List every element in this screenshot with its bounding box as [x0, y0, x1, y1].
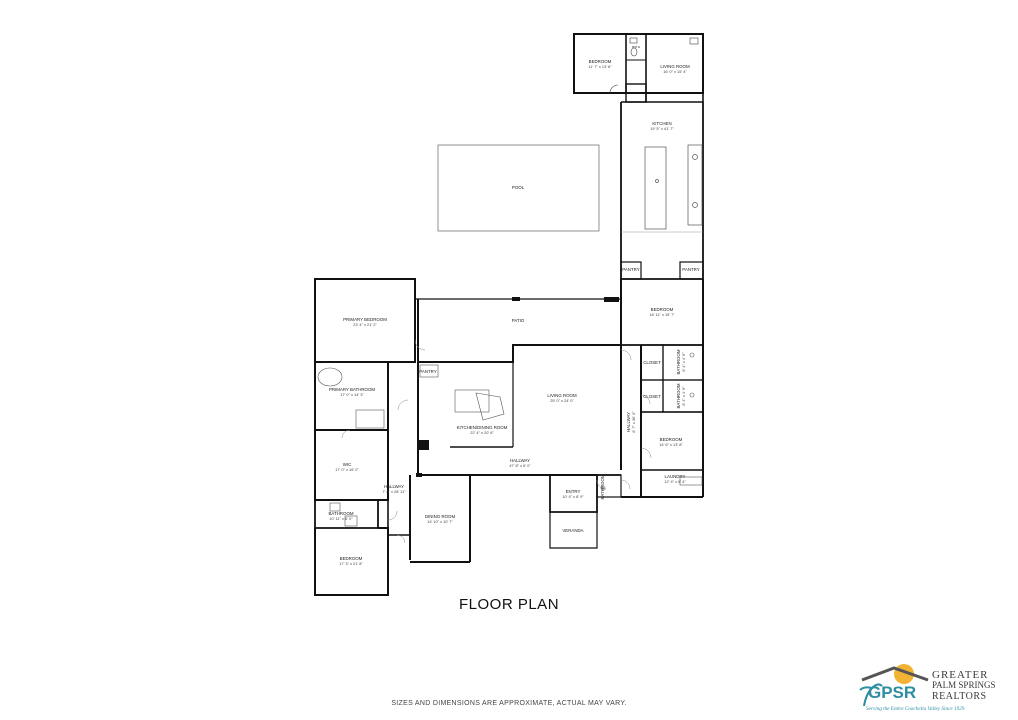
- logo-line-1: GREATER: [932, 669, 989, 681]
- gpsr-logo: GPSR GREATER PALM SPRINGS REALTORS Servi…: [859, 664, 995, 712]
- guest-casita-fixtures: [609, 37, 699, 94]
- dim-bathroom-west: 10' 11" x 6' 0": [329, 516, 353, 521]
- label-kitchen-dining: KITCHEN/DINING ROOM: [457, 425, 508, 430]
- page-title: FLOOR PLAN: [459, 596, 560, 613]
- roof-icon: [861, 666, 929, 682]
- disclaimer-text: SIZES AND DIMENSIONS ARE APPROXIMATE, AC…: [391, 700, 627, 707]
- label-closet-2: CLOSET: [643, 394, 661, 399]
- wall-accents: [416, 297, 619, 477]
- dim-bedroom-sw: 17' 3" x 21' 8": [339, 561, 363, 566]
- label-hallway-west: HALLWAY: [384, 484, 404, 489]
- label-laundry: LAUNDRY: [665, 474, 686, 479]
- label-wic: WIC: [343, 462, 352, 467]
- label-pantry-main: PANTRY: [419, 369, 436, 374]
- door-swings: [341, 339, 652, 544]
- logo-tagline: Serving the Entire Coachella Valley Sinc…: [866, 706, 965, 712]
- dim-hallway-main: 47' 8" x 6' 0": [509, 463, 531, 468]
- label-pool: POOL: [512, 185, 525, 190]
- label-bath-east-2: BATHROOM: [676, 383, 681, 408]
- dim-primary-bedroom: 23' 4" x 21' 2": [353, 322, 377, 327]
- label-bathroom-west: BATHROOM: [328, 511, 353, 516]
- dim-bath-east-1: 8' 4" x 4' 9": [681, 352, 686, 372]
- kitchen-island: [644, 144, 703, 230]
- dim-living-room: 25' 0" x 24' 0": [550, 398, 574, 403]
- label-hallway-east: HALLWAY: [626, 412, 631, 432]
- room-labels: BEDROOM 11' 7" x 13' 8" LIVING ROOM 16' …: [328, 45, 699, 566]
- logo-line-2: PALM SPRINGS: [932, 680, 995, 690]
- label-hallway-main: HALLWAY: [510, 458, 530, 463]
- kitchen-wing-walls: [620, 101, 704, 280]
- fixtures: [317, 352, 703, 527]
- label-bedroom-east: BEDROOM: [651, 307, 674, 312]
- dim-dining-room: 14' 10" x 10' 7": [427, 519, 453, 524]
- label-bath-east-1: BATHROOM: [676, 349, 681, 374]
- dim-wic: 17' 0" x 16' 0": [335, 467, 359, 472]
- label-primary-bath: PRIMARY BATHROOM: [329, 387, 375, 392]
- label-dining-room: DINING ROOM: [425, 514, 456, 519]
- dim-primary-bath: 17' 0" x 14' 3": [340, 392, 364, 397]
- label-veranda: VERANDA: [562, 528, 583, 533]
- dim-casita-kitchen: 19' 5" x 41' 7": [650, 126, 674, 131]
- label-patio: PATIO: [512, 318, 525, 323]
- logo-mark: GPSR: [868, 683, 916, 702]
- dim-entry: 10' 4" x 8' 9": [562, 494, 584, 499]
- dim-kitchen-dining: 22' 4" x 20' 6": [470, 430, 494, 435]
- label-primary-bedroom: PRIMARY BEDROOM: [343, 317, 387, 322]
- label-guest-living: LIVING ROOM: [660, 64, 690, 69]
- label-half-bath: BATHROOM: [600, 474, 605, 499]
- dim-guest-living: 16' 0" x 15' 4": [663, 69, 687, 74]
- label-closet-1: CLOSET: [643, 360, 661, 365]
- dim-hallway-east: 6' 7" x 36' 0": [631, 411, 636, 433]
- label-pantry-left: PANTRY: [622, 267, 639, 272]
- dim-hallway-west: 7' 8" x 28' 11": [382, 489, 406, 494]
- dim-bedroom-east: 18' 11" x 15' 7": [649, 312, 675, 317]
- pool-outline: [437, 144, 600, 232]
- label-living-room: LIVING ROOM: [547, 393, 577, 398]
- label-bedroom-sw: BEDROOM: [340, 556, 363, 561]
- palm-icon: [859, 683, 883, 707]
- dim-guest-bedroom: 11' 7" x 13' 8": [588, 64, 612, 69]
- dim-laundry: 12' 4" x 6' 4": [664, 479, 686, 484]
- dim-bedroom-se: 14' 6" x 13' 8": [659, 442, 683, 447]
- label-bedroom-se: BEDROOM: [660, 437, 683, 442]
- dim-bath-east-2: 8' 4" x 4' 9": [681, 386, 686, 406]
- label-casita-kitchen: KITCHEN: [652, 121, 671, 126]
- label-entry: ENTRY: [566, 489, 581, 494]
- logo-line-3: REALTORS: [932, 691, 987, 702]
- label-guest-bath: BATH: [632, 45, 640, 49]
- label-guest-closet: CLOSET: [630, 91, 642, 95]
- label-pantry-right: PANTRY: [682, 267, 699, 272]
- label-guest-bedroom: BEDROOM: [589, 59, 612, 64]
